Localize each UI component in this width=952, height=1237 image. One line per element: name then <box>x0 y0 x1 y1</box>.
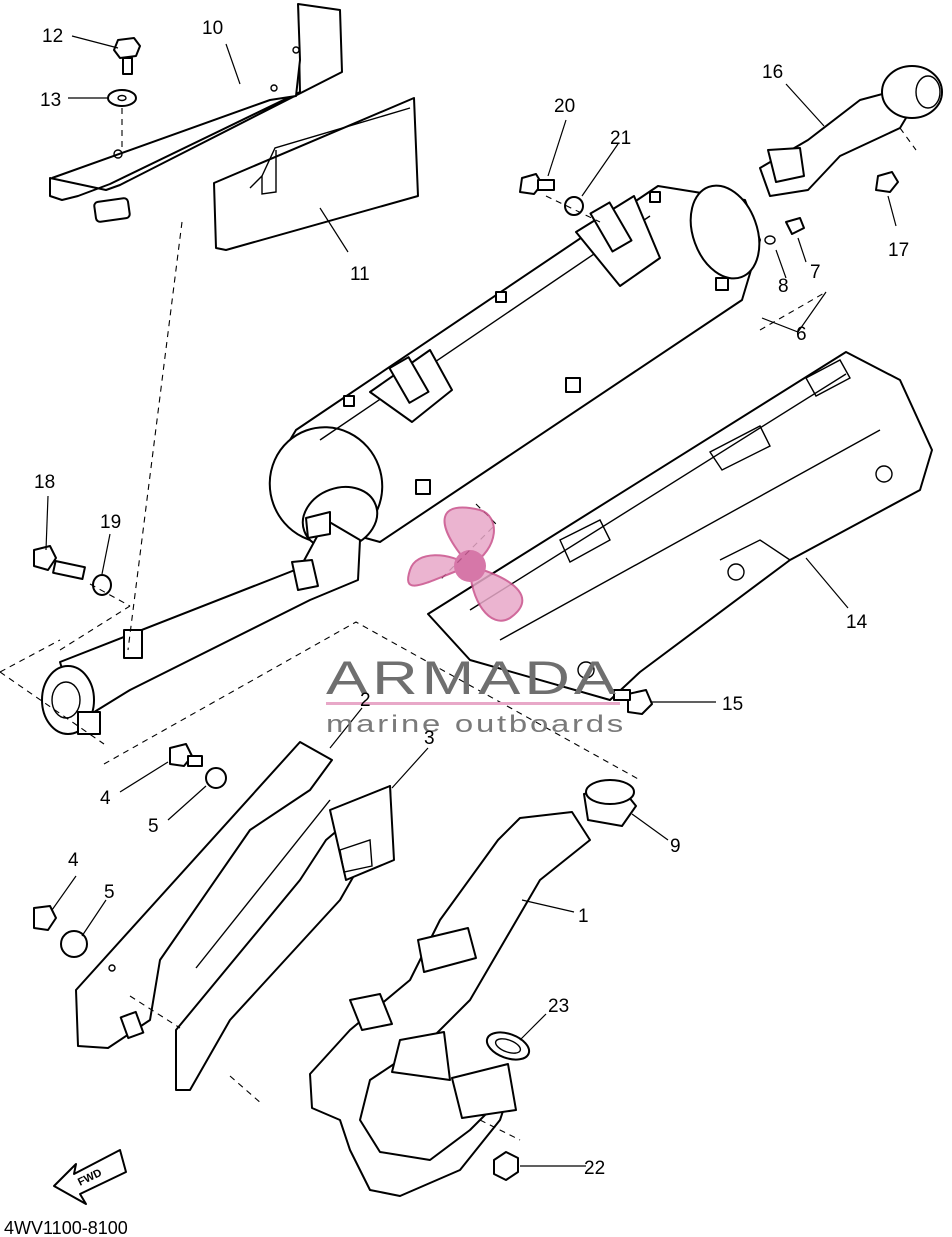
bolt-20 <box>519 173 555 195</box>
callout-19: 19 <box>100 512 121 533</box>
callout-17: 17 <box>888 240 909 261</box>
diagram-code: 4WV1100-8100 <box>4 1218 128 1237</box>
washer-8 <box>764 235 776 245</box>
washer-5a <box>205 767 227 789</box>
exhaust-pipe-1 <box>309 811 591 1197</box>
shield-plate-11 <box>213 97 419 251</box>
watermark-brand: ARMADA <box>326 651 620 704</box>
fwd-arrow-icon: FWD <box>53 1149 127 1205</box>
callout-numbers: 12 13 10 11 20 21 16 17 7 8 6 18 19 14 1… <box>34 18 909 1179</box>
callout-16: 16 <box>762 62 783 83</box>
callout-7: 7 <box>810 262 821 283</box>
propeller-logo-icon <box>407 506 524 622</box>
callout-21: 21 <box>610 128 631 149</box>
bolt-4b <box>33 905 57 931</box>
callout-4b: 4 <box>68 850 79 871</box>
washer-21 <box>564 196 584 216</box>
callout-1: 1 <box>578 906 589 927</box>
washer-19 <box>92 574 112 596</box>
callout-12: 12 <box>42 26 63 47</box>
muffler-assembly <box>268 184 761 551</box>
tail-pipe-16 <box>759 65 943 197</box>
heat-protector-14 <box>427 351 933 701</box>
callout-23: 23 <box>548 996 569 1017</box>
leader-lines <box>45 35 897 1167</box>
callout-10: 10 <box>202 18 223 39</box>
callout-14: 14 <box>846 612 868 633</box>
bracket-10 <box>49 3 343 223</box>
screw-7 <box>785 217 805 235</box>
bolt-15 <box>613 689 653 715</box>
armada-watermark: ARMADA marine outboards <box>326 506 626 738</box>
watermark-divider <box>326 702 620 705</box>
callout-4a: 4 <box>100 788 111 809</box>
nut-22 <box>493 1151 519 1181</box>
washer-5b <box>60 930 88 958</box>
bolt-12 <box>113 37 141 75</box>
connecting-pipe <box>41 511 361 735</box>
callout-3: 3 <box>424 728 435 749</box>
bolt-18 <box>33 545 86 580</box>
gasket-23 <box>485 1031 531 1061</box>
callout-5b: 5 <box>104 882 115 903</box>
heat-shield-2 <box>75 741 333 1049</box>
callout-18: 18 <box>34 472 55 493</box>
callout-8: 8 <box>778 276 789 297</box>
callout-6: 6 <box>796 324 807 345</box>
callout-5a: 5 <box>148 816 159 837</box>
washer-13 <box>107 89 137 107</box>
watermark-tagline: marine outboards <box>326 711 626 738</box>
callout-2: 2 <box>360 690 371 711</box>
heat-shield-3 <box>175 785 395 1091</box>
callout-15: 15 <box>722 694 743 715</box>
callout-13: 13 <box>40 90 61 111</box>
callout-22: 22 <box>584 1158 605 1179</box>
callout-9: 9 <box>670 836 681 857</box>
bolt-17 <box>875 171 899 193</box>
bolt-4a <box>169 743 203 767</box>
callout-20: 20 <box>554 96 575 117</box>
callout-11: 11 <box>350 264 370 285</box>
gasket-9 <box>583 779 637 827</box>
